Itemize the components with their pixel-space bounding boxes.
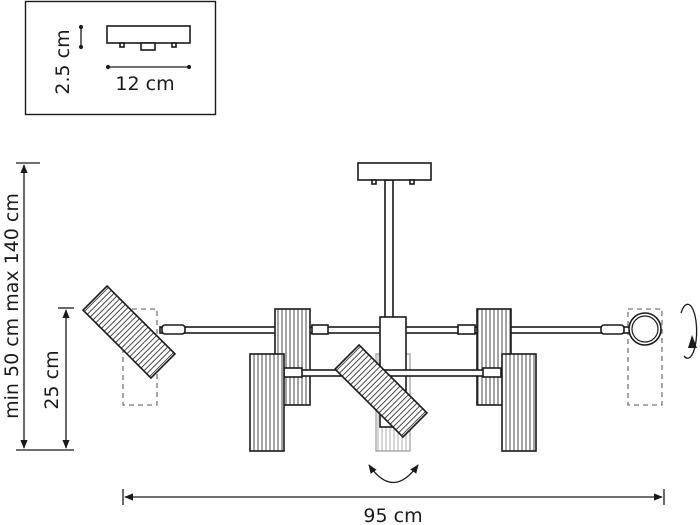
ceiling-canopy [357, 162, 432, 319]
height-dimension: min 50 cm max 140 cm [1, 162, 74, 451]
shade-height-dimension: 25 cm [41, 307, 74, 449]
shade-height-label: 25 cm [41, 350, 63, 409]
lower-arm [282, 367, 502, 378]
width-dimension: 95 cm [122, 489, 665, 525]
inset-width-label: 12 cm [115, 73, 174, 95]
inset-height-label: 2.5 cm [52, 29, 74, 94]
shade-tilted-center [333, 343, 429, 439]
inset-plate-drawing [106, 25, 191, 51]
height-label: min 50 cm max 140 cm [1, 193, 23, 419]
shade-tilted-left [81, 284, 177, 380]
inset-box: 2.5 cm 12 cm [24, 0, 217, 116]
suspension-rod [384, 179, 394, 319]
shade-lower-right [501, 353, 537, 452]
shade-end-view-right [628, 312, 662, 346]
tilt-arrows-icon [368, 464, 419, 483]
rotate-icon [680, 303, 698, 359]
shade-lower-left [249, 353, 285, 452]
width-label: 95 cm [363, 505, 422, 525]
ghost-shade-right [627, 308, 663, 406]
